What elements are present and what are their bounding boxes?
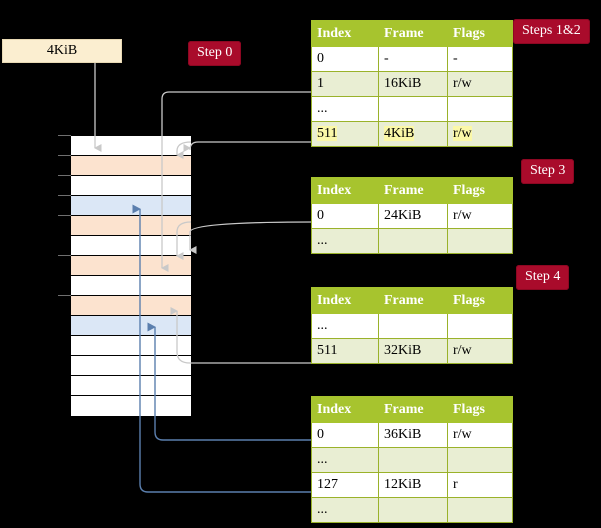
table-row[interactable]: ...	[311, 96, 513, 122]
memory-frame-row	[71, 176, 191, 196]
memory-tick	[58, 295, 71, 296]
cell-index: 511	[311, 338, 379, 364]
column-header-flags: Flags	[447, 287, 513, 314]
arrow-pd-32kib-to-memory	[170, 307, 312, 364]
arrow-pml4-511-to-memory-a	[183, 141, 312, 152]
cell-flags: r/w	[447, 203, 513, 229]
cell-index: 0	[311, 203, 379, 229]
memory-frame-row	[71, 376, 191, 396]
cell-flags: r	[447, 472, 513, 498]
cell-flags: r/w	[447, 338, 513, 364]
memory-frame-row	[71, 336, 191, 356]
memory-frame-row	[71, 276, 191, 296]
column-header-flags: Flags	[447, 396, 513, 423]
memory-frame-row	[71, 216, 191, 236]
memory-frame-row	[71, 396, 191, 416]
column-header-frame: Frame	[378, 177, 448, 204]
memory-frame-row	[71, 236, 191, 256]
cell-flags	[447, 228, 513, 254]
cell-frame	[378, 447, 448, 473]
cell-index: 127	[311, 472, 379, 498]
column-header-index: Index	[311, 287, 379, 314]
cell-frame	[378, 228, 448, 254]
memory-tick	[58, 255, 71, 256]
cell-index: 511	[311, 121, 379, 147]
column-header-index: Index	[311, 396, 379, 423]
column-header-frame: Frame	[378, 396, 448, 423]
cell-frame: 36KiB	[378, 422, 448, 448]
column-header-flags: Flags	[447, 20, 513, 47]
cell-index: ...	[311, 313, 379, 339]
table-row[interactable]: ...	[311, 497, 513, 523]
memory-tick	[58, 135, 71, 136]
memory-frame-row	[71, 296, 191, 316]
arrow-step0-4kib-to-memory	[60, 50, 102, 152]
column-header-index: Index	[311, 177, 379, 204]
cell-frame: 12KiB	[378, 472, 448, 498]
column-header-frame: Frame	[378, 20, 448, 47]
step-badge-step4: Step 4	[516, 265, 570, 290]
cell-frame	[378, 497, 448, 523]
cell-flags: r/w	[447, 71, 513, 97]
column-header-frame: Frame	[378, 287, 448, 314]
cell-flags: -	[447, 46, 513, 72]
memory-size-label: 4KiB	[2, 39, 122, 63]
cell-index: 1	[311, 71, 379, 97]
cell-index: ...	[311, 447, 379, 473]
memory-frame-row	[71, 136, 191, 156]
step-badge-step3: Step 3	[521, 159, 575, 184]
memory-tick	[58, 195, 71, 196]
table-row[interactable]: ...	[311, 447, 513, 473]
table-row[interactable]: ...	[311, 313, 513, 339]
cell-frame: 24KiB	[378, 203, 448, 229]
memory-tick	[58, 175, 71, 176]
cell-index: ...	[311, 497, 379, 523]
memory-tick	[58, 155, 71, 156]
cell-flags	[447, 96, 513, 122]
arrow-pdpt-24kib-to-memory-seg	[189, 221, 313, 254]
table-row[interactable]: ...	[311, 228, 513, 254]
step-badge-step0: Step 0	[188, 41, 242, 66]
memory-frame-row	[71, 256, 191, 276]
cell-index: 0	[311, 46, 379, 72]
memory-frame-row	[71, 156, 191, 176]
step-badge-steps1and2: Steps 1&2	[513, 19, 590, 44]
memory-frame-row	[71, 196, 191, 216]
cell-index: ...	[311, 228, 379, 254]
cell-index: ...	[311, 96, 379, 122]
cell-frame: 4KiB	[378, 121, 448, 147]
cell-frame: -	[378, 46, 448, 72]
cell-flags: r/w	[447, 422, 513, 448]
column-header-index: Index	[311, 20, 379, 47]
cell-flags: r/w	[447, 121, 513, 147]
cell-flags	[447, 313, 513, 339]
cell-frame: 32KiB	[378, 338, 448, 364]
cell-flags	[447, 447, 513, 473]
cell-flags	[447, 497, 513, 523]
memory-tick	[58, 215, 71, 216]
cell-frame	[378, 96, 448, 122]
column-header-flags: Flags	[447, 177, 513, 204]
cell-frame	[378, 313, 448, 339]
cell-index: 0	[311, 422, 379, 448]
memory-frame-row	[71, 356, 191, 376]
cell-frame: 16KiB	[378, 71, 448, 97]
physical-memory-column	[70, 135, 191, 416]
memory-frame-row	[71, 316, 191, 336]
table-row[interactable]: 0--	[311, 46, 513, 72]
